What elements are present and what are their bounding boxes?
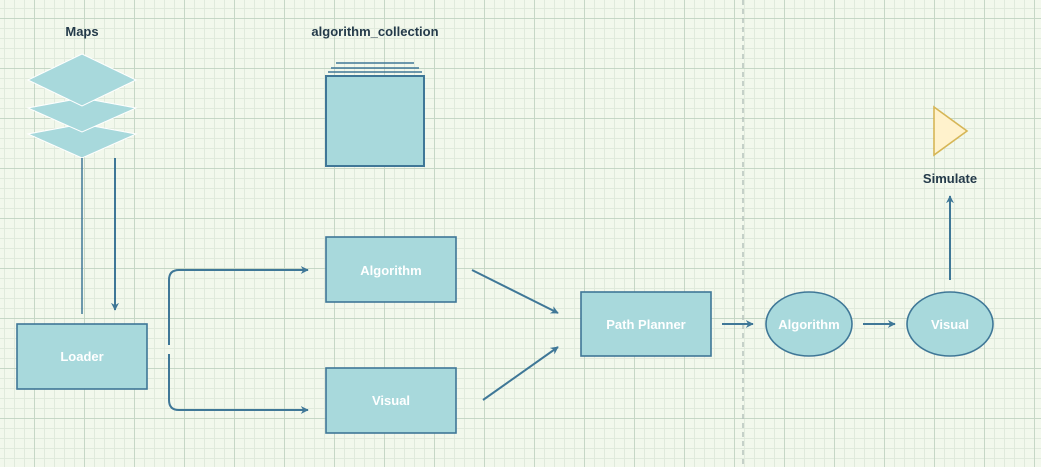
edge-loader-to-visual [168,354,309,414]
visual-ellipse-node[interactable]: Visual [906,291,994,357]
algorithm-ellipse-label: Algorithm [778,317,839,332]
visual-label: Visual [372,393,410,408]
loader-label: Loader [60,349,103,364]
triangle-play-icon[interactable] [933,105,969,157]
visual-ellipse-label: Visual [931,317,969,332]
algorithm-collection-caption: algorithm_collection [311,24,438,39]
stacked-documents-icon[interactable] [325,62,425,167]
edge-visual-to-path-planner [482,346,559,401]
edge-algorithm-to-path-planner [471,269,559,314]
algorithm-ellipse-node[interactable]: Algorithm [765,291,853,357]
algorithm-label: Algorithm [360,263,421,278]
loader-node[interactable]: Loader [16,323,148,390]
layers-icon[interactable] [26,53,138,159]
maps-caption: Maps [65,24,98,39]
algorithm-node[interactable]: Algorithm [325,236,457,303]
path-planner-node[interactable]: Path Planner [580,291,712,357]
path-planner-label: Path Planner [606,317,685,332]
visual-node[interactable]: Visual [325,367,457,434]
edge-loader-to-algorithm [168,266,309,345]
simulate-caption: Simulate [923,171,977,186]
